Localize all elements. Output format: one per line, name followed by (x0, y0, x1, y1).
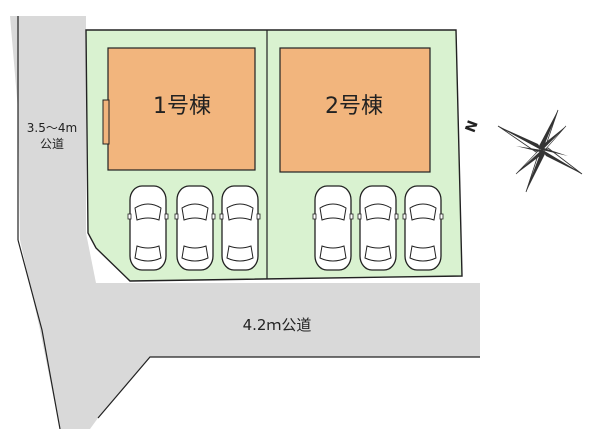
building-2: 2号棟 (279, 47, 431, 173)
left-road-edge-lower (17, 239, 61, 429)
parked-car-icon (312, 185, 354, 271)
parked-car-icon (127, 185, 169, 271)
left-road-width-label: 3.5～4m (27, 121, 77, 135)
parked-car-icon (402, 185, 444, 271)
bottom-road-label: 4.2ｍ公道 (243, 316, 312, 334)
building-1-label: 1号棟 (153, 94, 211, 119)
parked-car-icon (219, 185, 261, 271)
parked-car-icon (174, 185, 216, 271)
bottom-road-edge (97, 356, 480, 419)
north-label: N (463, 118, 482, 134)
parked-car-icon (357, 185, 399, 271)
parking-spaces (127, 185, 444, 271)
bottom-road (40, 283, 480, 429)
left-road-type-label: 公道 (40, 137, 64, 151)
compass-rose-icon (497, 109, 583, 193)
building-2-label: 2号棟 (325, 94, 383, 119)
building-1: 1号棟 (102, 47, 256, 171)
